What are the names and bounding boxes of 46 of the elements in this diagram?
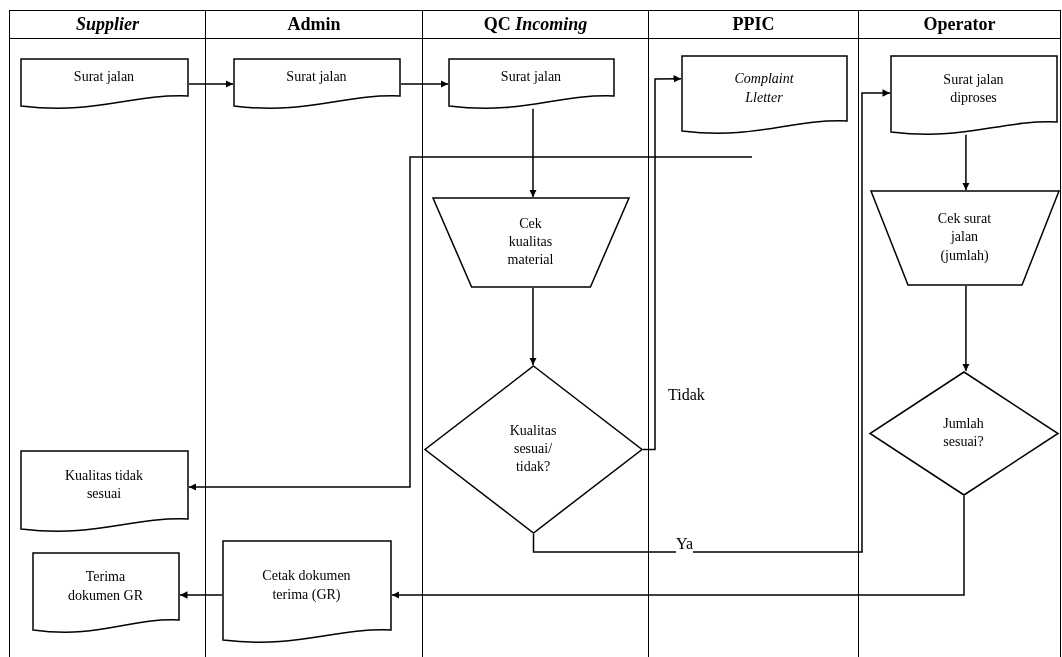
node-label: Surat jalan bbox=[286, 68, 347, 87]
swimlane bbox=[205, 10, 422, 657]
arrow bbox=[188, 156, 753, 491]
document-shape bbox=[680, 54, 848, 137]
arrow bbox=[391, 495, 965, 599]
node-label: Kualitas tidak sesuai bbox=[63, 466, 145, 503]
arrow bbox=[642, 75, 682, 451]
node-label: Terima dokumen GR bbox=[66, 568, 145, 605]
node-label: Complaint Lletter bbox=[733, 70, 795, 107]
lane-header: Admin bbox=[287, 14, 341, 35]
swimlane bbox=[648, 10, 858, 657]
node-label: Cek kualitas material bbox=[506, 214, 555, 270]
lane-header: PPIC bbox=[732, 14, 775, 35]
node-label: Kualitas sesuai/ tidak? bbox=[508, 421, 558, 477]
node-label: Cek surat jalan (jumlah) bbox=[936, 210, 993, 265]
document-shape bbox=[889, 54, 1058, 138]
document-shape bbox=[221, 539, 392, 646]
arrow bbox=[962, 285, 970, 372]
swimlane bbox=[858, 10, 1061, 657]
arrow bbox=[179, 591, 223, 599]
document-shape bbox=[19, 57, 189, 112]
node-label: Jumlah sesuai? bbox=[942, 414, 985, 451]
document-shape bbox=[447, 57, 615, 112]
document-shape bbox=[232, 57, 401, 112]
arrow bbox=[962, 133, 970, 191]
manual-operation-trapezoid bbox=[431, 196, 630, 288]
document-shape bbox=[31, 551, 180, 636]
arrow bbox=[400, 80, 449, 88]
arrow bbox=[532, 89, 891, 553]
edge-label: Ya bbox=[676, 535, 694, 553]
lane-header: QC Incoming bbox=[483, 14, 588, 35]
document-shape bbox=[19, 449, 189, 535]
arrow bbox=[529, 287, 537, 366]
arrow bbox=[188, 80, 234, 88]
node-label: Surat jalan diproses bbox=[942, 70, 1005, 107]
node-label: Surat jalan bbox=[500, 68, 562, 87]
node-label: Surat jalan bbox=[73, 68, 135, 87]
swimlane bbox=[422, 10, 648, 657]
swimlane bbox=[9, 10, 205, 657]
decision-diamond bbox=[423, 364, 643, 534]
manual-operation-trapezoid bbox=[869, 189, 1060, 286]
node-label: Cetak dokumen terima (GR) bbox=[261, 567, 352, 604]
lane-header: Supplier bbox=[76, 14, 139, 35]
lane-header: Operator bbox=[923, 14, 996, 35]
decision-diamond bbox=[868, 370, 1059, 496]
arrow bbox=[529, 108, 537, 198]
